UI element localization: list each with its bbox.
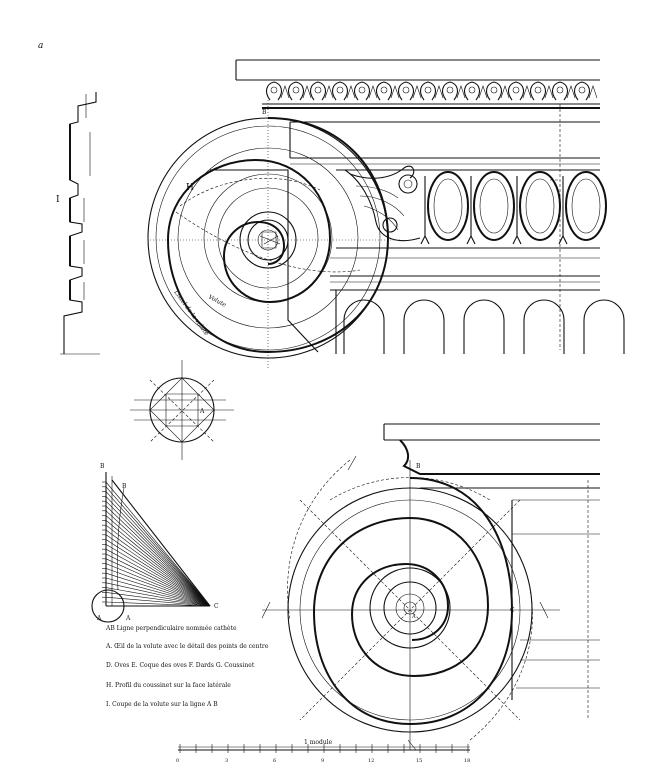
triangle-a-right-label: A (125, 615, 131, 622)
scale-tick-9: 9 (321, 758, 324, 764)
scale-tick-18: 18 (464, 758, 470, 764)
eye-a-label: A (199, 408, 205, 415)
legend-line-2: A. Œil de la volute avec le détail des p… (105, 643, 269, 650)
lower-b-label: B (416, 463, 421, 470)
scale-tick-6: 6 (273, 758, 276, 764)
scale-tick-3: 3 (225, 758, 228, 764)
triangle-b-inner-label: B (122, 483, 127, 490)
egg-and-dart-band (330, 169, 607, 291)
legend-line-4: H. Profil du coussinet sur la face latér… (106, 682, 231, 689)
legend-line-5: I. Coupe de la volute sur la ligne A B (106, 701, 218, 708)
legend-line-1: AB Ligne perpendiculaire nommée cathète (105, 625, 237, 632)
upper-volute (147, 100, 561, 370)
scale-tick-0: 0 (176, 758, 179, 764)
lower-a-label: A (411, 614, 416, 620)
figure-letter: a (38, 41, 43, 51)
volute-eye-detail (130, 360, 234, 460)
legend: AB Ligne perpendiculaire nommée cathète … (105, 625, 269, 708)
triangle-c-label: C (214, 603, 219, 610)
profile-label: I (56, 195, 60, 205)
palmette-ornament (344, 165, 421, 242)
triangle-b-top-label: B (100, 463, 105, 470)
lower-abacus (383, 423, 600, 720)
fluted-frieze (335, 290, 625, 354)
scale-tick-15: 15 (416, 758, 422, 764)
scale-bar: 1 module 0 3 6 9 12 15 18 (176, 739, 470, 764)
upper-h-label: H (186, 183, 194, 193)
module-division-triangle (91, 472, 211, 623)
legend-line-3: D. Oves E. Coque des oves F. Dards G. Co… (106, 662, 255, 669)
leaf-ornament-band (265, 81, 598, 101)
lower-c-label: C (510, 607, 515, 614)
capital-abacus (235, 59, 600, 165)
scale-title: 1 module (304, 739, 333, 746)
volute-section-profile (60, 92, 100, 355)
lower-volute (261, 455, 560, 751)
triangle-a-left-label: A (96, 615, 102, 622)
scale-tick-12: 12 (368, 758, 374, 764)
upper-b-label: B (262, 109, 267, 116)
